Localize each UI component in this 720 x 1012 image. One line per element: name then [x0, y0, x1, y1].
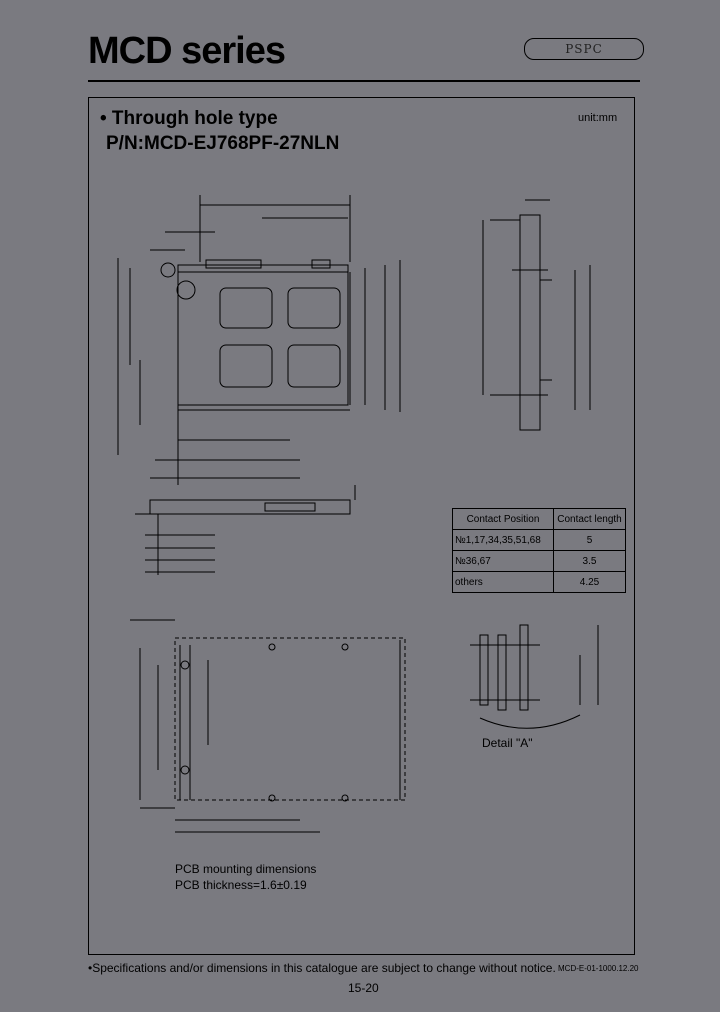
contact-position-cell: №1,17,34,35,51,68: [452, 529, 554, 551]
top-view-drawing: [117, 195, 401, 485]
part-number: P/N:MCD-EJ768PF-27NLN: [106, 133, 340, 154]
column-header: Contact Position: [452, 508, 554, 530]
content-frame: [88, 97, 635, 955]
brand-logo: PSPC: [524, 38, 644, 60]
table-row: №36,67 3.5: [452, 550, 626, 572]
detail-a-drawing: [470, 624, 599, 729]
contact-length-table: Contact Position Contact length №1,17,34…: [452, 508, 626, 593]
disclaimer-note: •Specifications and/or dimensions in thi…: [88, 961, 556, 975]
contact-position-cell: others: [452, 571, 554, 593]
unit-label: unit:mm: [578, 112, 618, 124]
pcb-thickness-note: PCB thickness=1.6±0.19: [175, 878, 307, 892]
side-view-drawing: [482, 199, 591, 431]
detail-a-label: Detail "A": [482, 736, 533, 750]
front-view-drawing: [135, 485, 356, 575]
contact-length-cell: 4.25: [553, 571, 626, 593]
contact-length-cell: 3.5: [553, 550, 626, 572]
pcb-caption: PCB mounting dimensions: [175, 862, 317, 876]
document-reference: MCD-E-01-1000.12.20: [558, 964, 639, 973]
pcb-footprint-drawing: [130, 619, 406, 833]
table-row: others 4.25: [452, 571, 626, 593]
section-heading: • Through hole type: [100, 108, 278, 129]
contact-length-cell: 5: [553, 529, 626, 551]
table-row: №1,17,34,35,51,68 5: [452, 529, 626, 551]
page-number: 15-20: [348, 981, 379, 995]
column-header: Contact length: [553, 508, 626, 530]
page-title: MCD series: [88, 30, 286, 72]
table-header-row: Contact Position Contact length: [452, 508, 626, 530]
contact-position-cell: №36,67: [452, 550, 554, 572]
title-rule: [88, 80, 640, 82]
